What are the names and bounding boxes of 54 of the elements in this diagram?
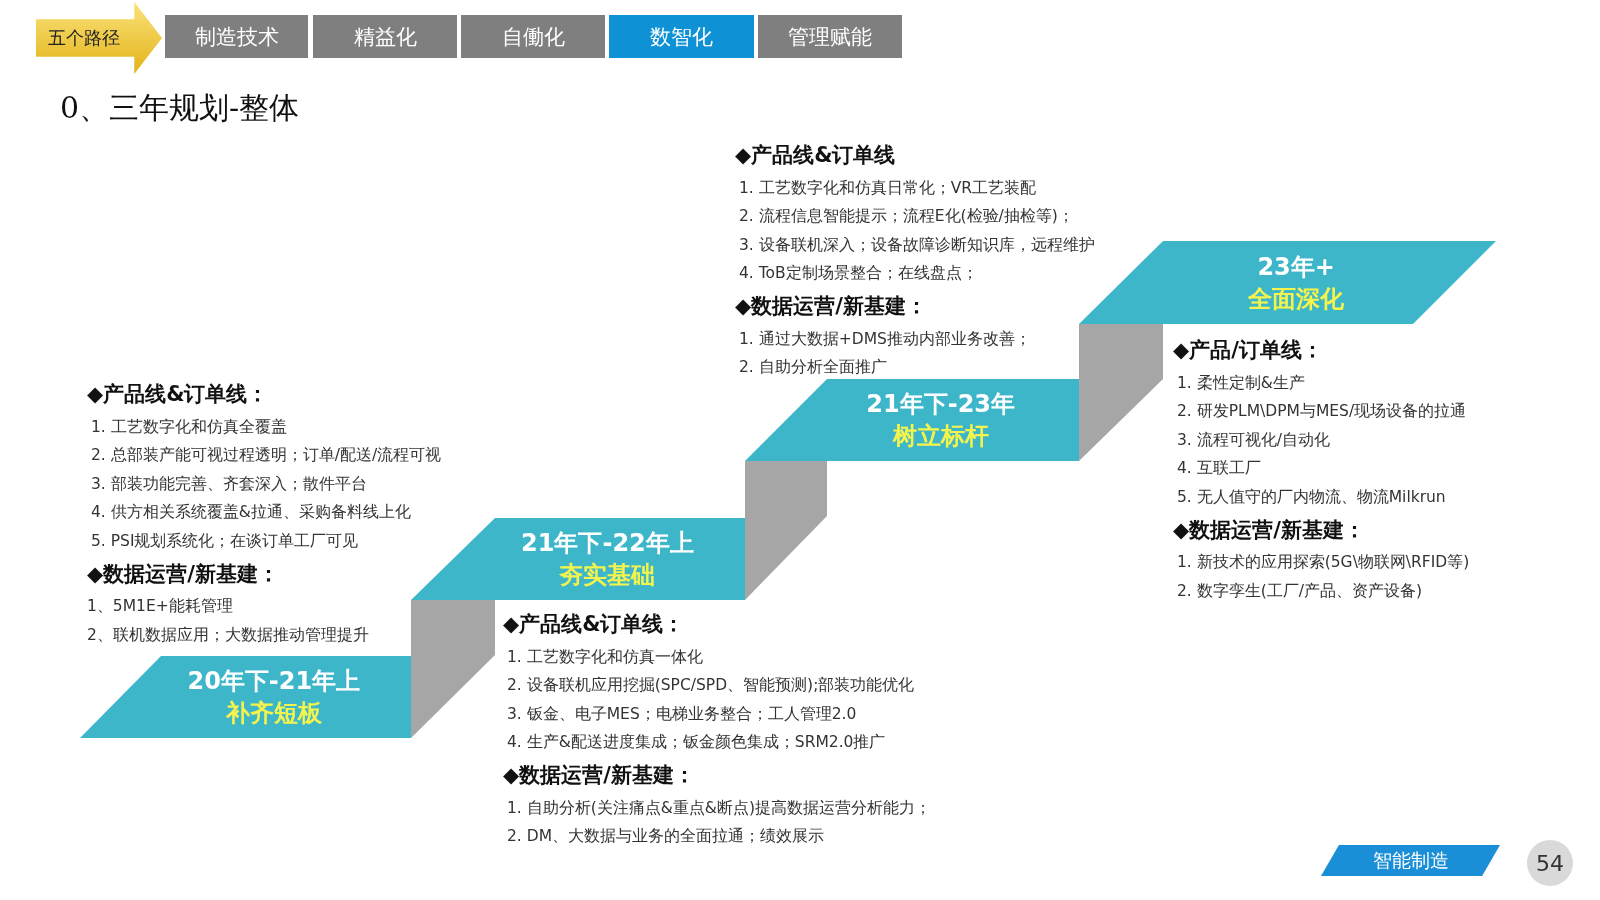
section-heading: ◆产品/订单线： [1173, 337, 1323, 364]
stage-band [745, 379, 1079, 461]
list-item: 2. 数字孪生(工厂/产品、资产设备) [1177, 580, 1423, 602]
section-heading: ◆数据运营/新基建： [1173, 516, 1365, 544]
list-item: 2. 设备联机应用挖掘(SPC/SPD、智能预测);部装功能优化 [507, 674, 915, 696]
list-item: 2. 研发PLM\DPM与MES/现场设备的拉通 [1177, 400, 1467, 422]
list-item: 4. 供方相关系统覆盖&拉通、采购备料线上化 [91, 501, 411, 523]
page-number: 54 [1527, 840, 1573, 886]
section-heading: ◆数据运营/新基建： [735, 293, 927, 320]
stage-name: 树立标杆 [892, 421, 989, 452]
stage-name: 夯实基础 [559, 560, 656, 591]
stage-period: 21年下-22年上 [521, 528, 694, 559]
list-item: 2. 流程信息智能提示；流程E化(检验/抽检等)； [739, 205, 1074, 227]
list-item: 1. 工艺数字化和仿真全覆盖 [91, 416, 287, 438]
list-item: 1. 通过大数据+DMS推动内部业务改善； [739, 328, 1031, 350]
stage-period: 23年+ [1257, 251, 1335, 283]
nav-tab: 数智化 [609, 15, 754, 58]
list-item: 2. 总部装产能可视过程透明；订单/配送/流程可视 [91, 444, 442, 466]
stage-period: 21年下-23年 [866, 389, 1016, 420]
stage-name: 全面深化 [1248, 283, 1345, 315]
list-item: 3. 设备联机深入；设备故障诊断知识库，远程维护 [739, 234, 1095, 256]
nav-tab: 精益化 [313, 15, 457, 58]
list-item: 4. ToB定制场景整合；在线盘点； [739, 262, 978, 284]
nav-tab: 管理赋能 [758, 15, 902, 58]
list-item: 1. 工艺数字化和仿真日常化；VR工艺装配 [739, 177, 1037, 199]
section-heading: ◆数据运营/新基建： [503, 762, 695, 789]
list-item: 5. PSI规划系统化；在谈订单工厂可见 [91, 530, 359, 552]
list-item: 1、5M1E+能耗管理 [87, 595, 233, 617]
list-item: 3. 部装功能完善、齐套深入；散件平台 [91, 473, 367, 495]
stage-name: 补齐短板 [225, 698, 322, 729]
stage-band [411, 518, 745, 600]
list-item: 3. 流程可视化/自动化 [1177, 429, 1330, 451]
list-item: 2. 自助分析全面推广 [739, 356, 887, 378]
list-item: 1. 柔性定制&生产 [1177, 372, 1305, 394]
list-item: 1. 工艺数字化和仿真一体化 [507, 646, 703, 668]
list-item: 1. 自助分析(关注痛点&重点&断点)提高数据运营分析能力； [507, 797, 931, 819]
arrow-banner: 五个路径 [36, 2, 162, 74]
section-heading: ◆产品线&订单线： [503, 611, 685, 638]
list-item: 2. DM、大数据与业务的全面拉通；绩效展示 [507, 825, 825, 847]
section-heading: ◆产品线&订单线 [735, 142, 896, 169]
list-item: 5. 无人值守的厂内物流、物流Milkrun [1177, 486, 1446, 508]
list-item: 2、联机数据应用；大数据推动管理提升 [87, 624, 369, 646]
page-title: 0、三年规划-整体 [60, 89, 300, 127]
stage-period: 20年下-21年上 [187, 666, 361, 697]
section-heading: ◆数据运营/新基建： [87, 560, 279, 588]
list-item: 1. 新技术的应用探索(5G\物联网\RFID等) [1177, 551, 1470, 573]
nav-tab: 制造技术 [165, 15, 308, 58]
list-item: 3. 钣金、电子MES；电梯业务整合；工人管理2.0 [507, 703, 857, 725]
stage-band [80, 656, 411, 738]
list-item: 4. 生产&配送进度集成；钣金颜色集成；SRM2.0推广 [507, 731, 886, 753]
section-heading: ◆产品线&订单线： [87, 381, 269, 408]
list-item: 4. 互联工厂 [1177, 457, 1261, 479]
nav-tab: 自働化 [461, 15, 605, 58]
footer-tag: 智能制造 [1321, 845, 1500, 876]
